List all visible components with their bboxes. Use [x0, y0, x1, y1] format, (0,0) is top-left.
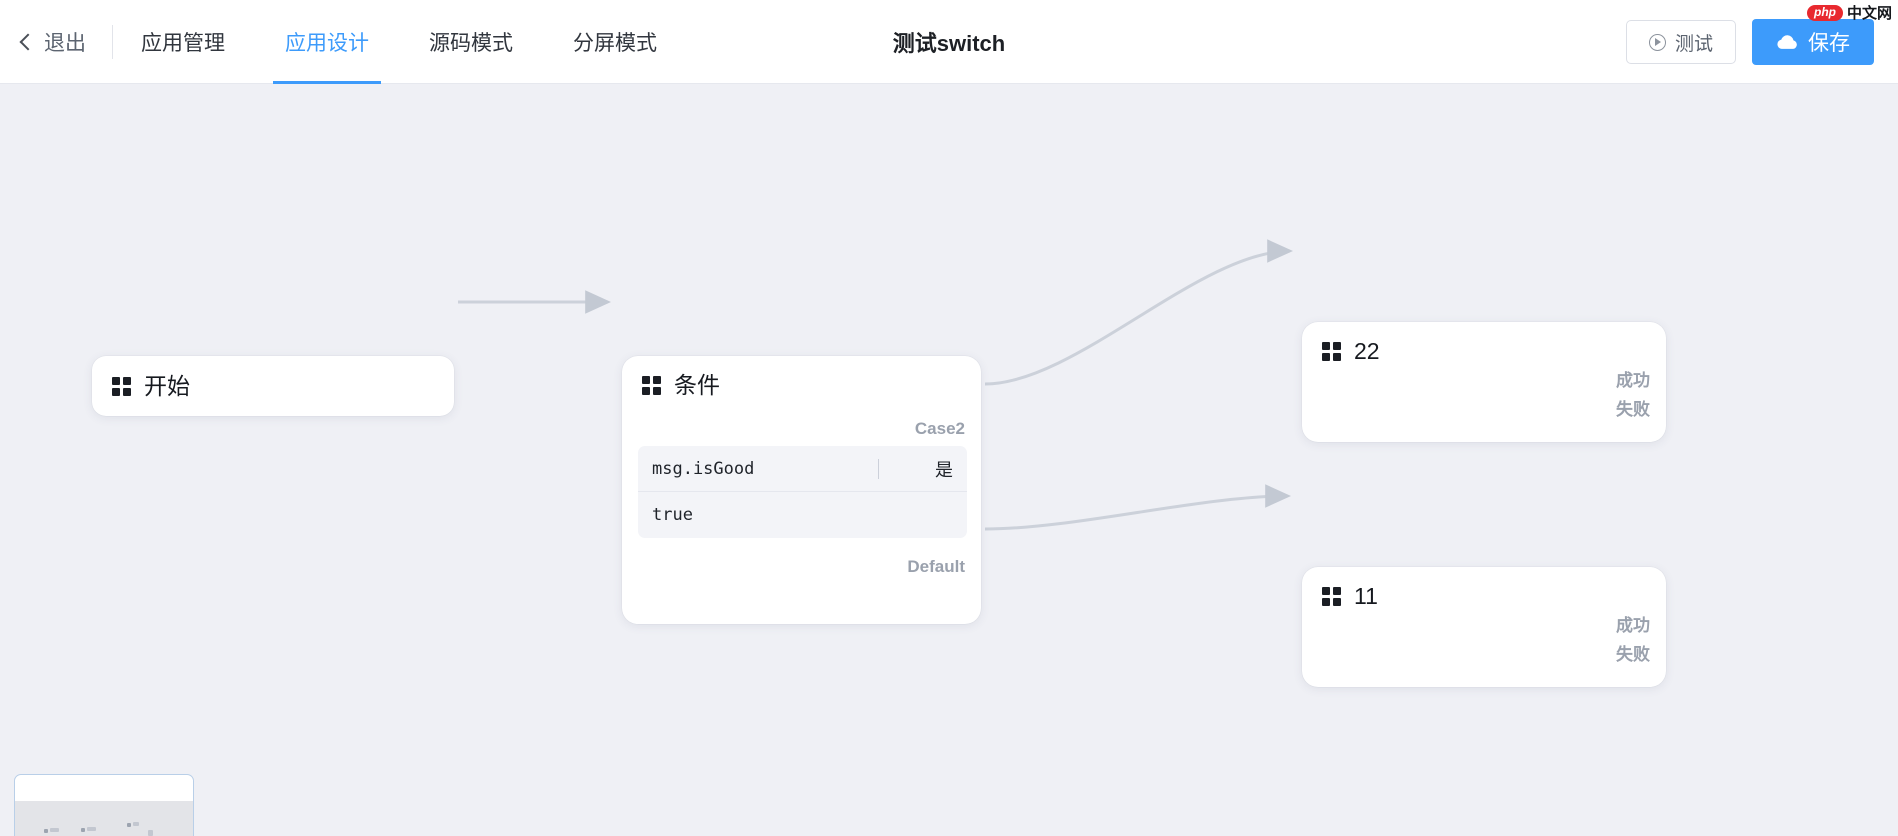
minimap-node-condition-icon — [81, 828, 85, 832]
top-bar: 退出 应用管理 应用设计 源码模式 分屏模式 测试switch 测试 保存 — [0, 0, 1898, 84]
param-separator — [878, 458, 879, 479]
node-title: 开始 — [144, 373, 190, 399]
exit-button[interactable]: 退出 — [19, 0, 86, 84]
condition-param-row-key[interactable]: msg.isGood 是 — [638, 446, 967, 492]
node-header: 22 — [1302, 322, 1666, 370]
tab-app-management[interactable]: 应用管理 — [141, 31, 225, 55]
minimap-node-start-icon — [44, 829, 48, 833]
play-circle-icon — [1648, 33, 1666, 51]
minimap-node-condition-label — [87, 827, 96, 831]
condition-param-box: msg.isGood 是 true — [638, 446, 967, 538]
grid-2x2-icon — [642, 375, 661, 395]
minimap-node-start-label — [50, 828, 59, 832]
condition-param-row-value[interactable]: true — [638, 492, 967, 538]
flow-canvas[interactable]: 开始 条件 Case2 msg.isGood 是 true Default 22 — [0, 84, 1898, 836]
grid-2x2-icon — [1322, 341, 1341, 361]
port-label-success[interactable]: 成功 — [1616, 616, 1650, 635]
edge-default-to-node11 — [984, 484, 1292, 531]
tab-app-design[interactable]: 应用设计 — [273, 0, 381, 84]
port-label-success[interactable]: 成功 — [1616, 371, 1650, 390]
minimap-node-22-icon — [127, 823, 131, 827]
port-label-failure[interactable]: 失败 — [1616, 400, 1650, 419]
node-header: 11 — [1302, 567, 1666, 615]
condition-param-operator: 是 — [935, 459, 953, 480]
node-header: 开始 — [92, 356, 454, 416]
test-button-label: 测试 — [1674, 33, 1713, 55]
node-title: 条件 — [674, 372, 720, 398]
tab-split-mode[interactable]: 分屏模式 — [573, 31, 657, 55]
tab-source-mode[interactable]: 源码模式 — [429, 31, 513, 55]
flow-node-22[interactable]: 22 成功 失败 — [1302, 322, 1666, 442]
tab-bar: 应用管理 应用设计 源码模式 分屏模式 — [141, 0, 717, 84]
canvas-minimap[interactable] — [14, 774, 194, 836]
chevron-left-icon — [19, 33, 37, 50]
port-label-default[interactable]: Default — [907, 557, 965, 576]
header-divider — [112, 24, 113, 59]
node-title: 11 — [1354, 583, 1378, 609]
condition-param-value: true — [652, 505, 693, 525]
exit-label: 退出 — [44, 31, 86, 55]
grid-2x2-icon — [112, 376, 131, 396]
node-header: 条件 — [622, 356, 981, 404]
flow-node-11[interactable]: 11 成功 失败 — [1302, 567, 1666, 687]
minimap-viewport — [15, 801, 193, 836]
edge-case2-to-node22 — [984, 239, 1293, 386]
flow-node-condition[interactable]: 条件 Case2 msg.isGood 是 true Default — [622, 356, 981, 624]
save-button-label: 保存 — [1808, 32, 1850, 55]
edge-layer — [458, 239, 1293, 531]
node-ports: 成功 失败 — [1616, 370, 1666, 428]
header-actions: 测试 保存 — [1625, 0, 1874, 84]
grid-2x2-icon — [1322, 586, 1341, 606]
cloud-upload-icon — [1777, 35, 1797, 49]
port-label-failure[interactable]: 失败 — [1616, 645, 1650, 664]
node-ports: 成功 失败 — [1616, 615, 1666, 673]
minimap-node-22-ports — [148, 830, 153, 836]
test-button[interactable]: 测试 — [1625, 20, 1736, 64]
flow-node-start[interactable]: 开始 — [92, 356, 454, 416]
node-title: 22 — [1354, 338, 1380, 364]
condition-param-key: msg.isGood — [652, 458, 755, 479]
save-button[interactable]: 保存 — [1752, 19, 1874, 65]
minimap-node-22-label — [133, 822, 139, 826]
port-label-case2[interactable]: Case2 — [914, 419, 965, 438]
